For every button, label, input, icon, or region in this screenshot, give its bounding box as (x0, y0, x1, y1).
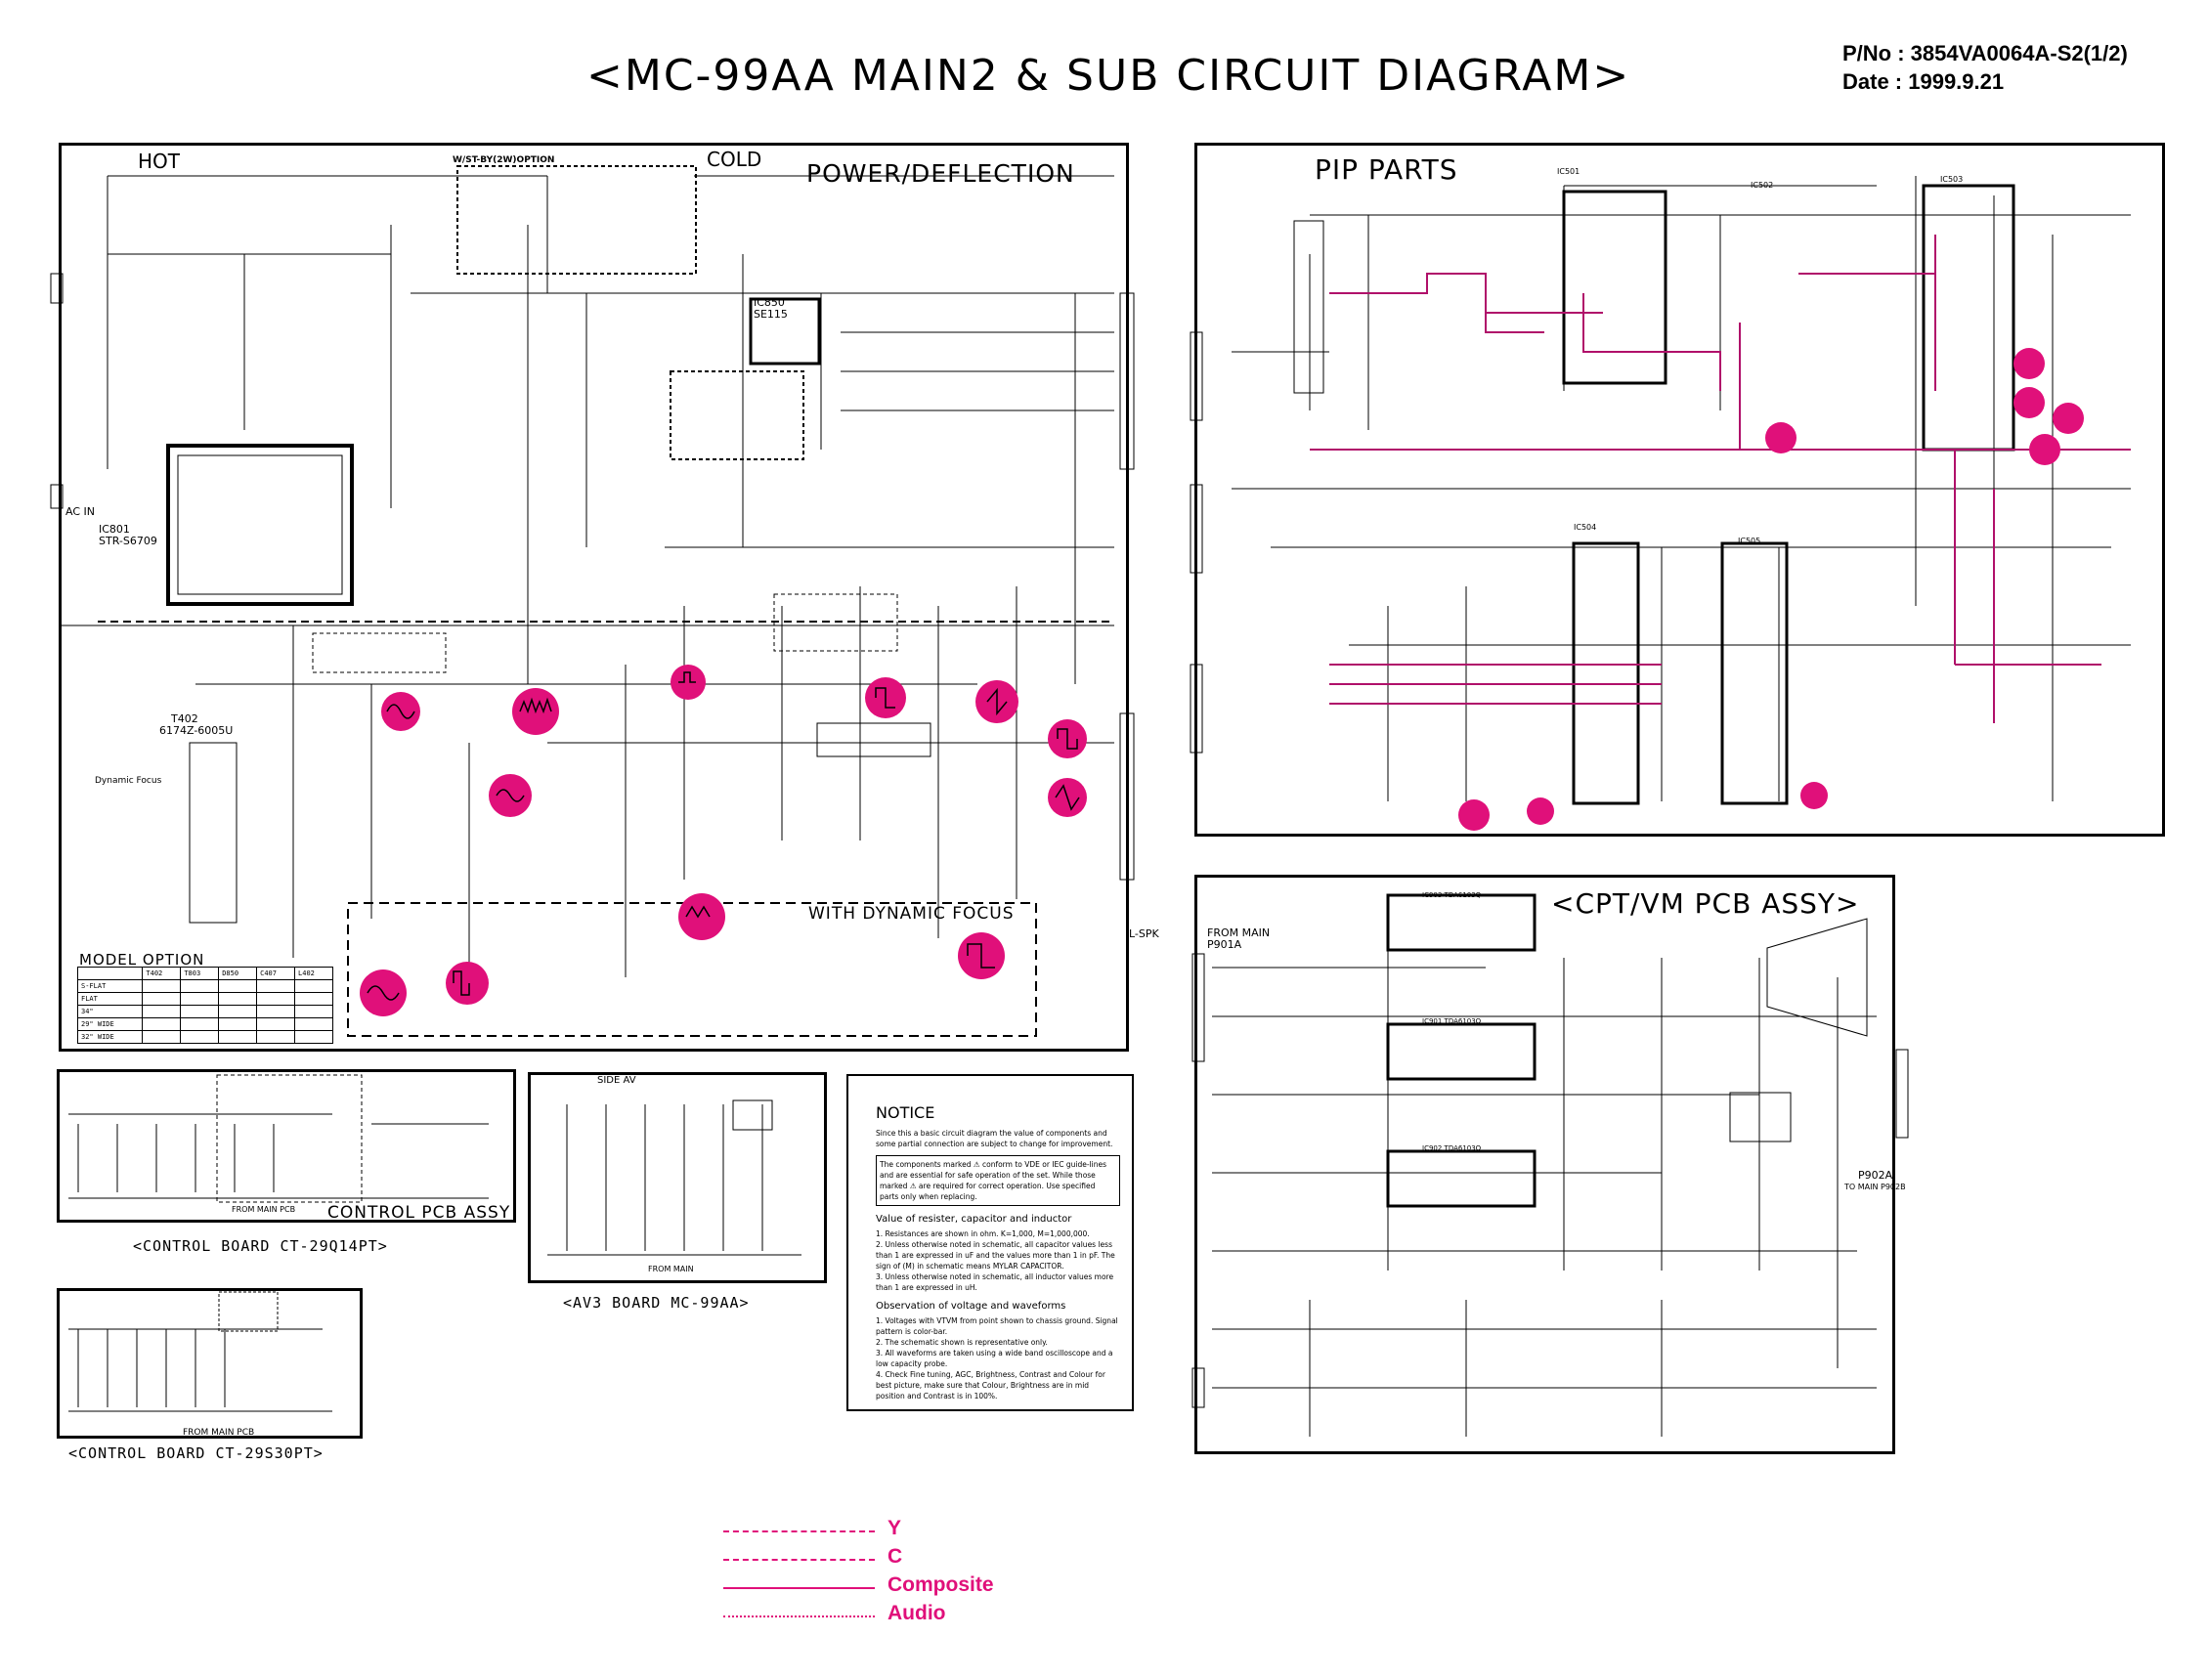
pip-ic-label: IC501 (1557, 167, 1580, 176)
values-heading: Value of resister, capacitor and inducto… (876, 1214, 1072, 1225)
diagram-title: <MC-99AA MAIN2 & SUB CIRCUIT DIAGRAM> (586, 51, 1631, 101)
dynamic-focus-label: Dynamic Focus (95, 776, 162, 786)
power-panel-title: POWER/DEFLECTION (806, 159, 1075, 188)
notice-intro: Since this a basic circuit diagram the v… (876, 1129, 1113, 1148)
control-pcb-title: CONTROL PCB ASSY (327, 1203, 511, 1223)
cpt-ic-label: IC903 TDA6103Q (1422, 891, 1482, 899)
list-item: 2. Unless otherwise noted in schematic, … (876, 1240, 1115, 1271)
table-row: 29" WIDE (76, 1017, 333, 1031)
notice-box: NOTICE Since this a basic circuit diagra… (846, 1074, 1134, 1411)
control-pcb-panel-2: FROM MAIN PCB (57, 1288, 363, 1439)
table-row: 34" (76, 1005, 333, 1018)
legend-label-composite: Composite (888, 1573, 994, 1596)
list-item: 3. All waveforms are taken using a wide … (876, 1349, 1113, 1368)
observation-heading: Observation of voltage and waveforms (876, 1301, 1066, 1312)
p902a-label: P902A (1858, 1169, 1893, 1182)
standby-option-label: W/ST-BY(2W)OPTION (453, 155, 555, 165)
ac-in-label: AC IN (65, 505, 95, 518)
pip-panel-title: PIP PARTS (1315, 153, 1458, 186)
values-list: 1. Resistances are shown in ohm. K=1,000… (876, 1228, 1120, 1293)
power-deflection-panel: HOT COLD POWER/DEFLECTION AC IN IC801 ST… (59, 143, 1159, 1052)
cpt-ic-label: IC902 TDA6103Q (1422, 1144, 1482, 1152)
part-info: P/No : 3854VA0064A-S2(1/2) Date : 1999.9… (1842, 39, 2128, 96)
l-spk-label: L-SPK (1129, 927, 1159, 940)
control-from-main: FROM MAIN PCB (232, 1205, 296, 1214)
ic850-part: SE115 (754, 308, 788, 321)
control2-from-main: FROM MAIN PCB (183, 1428, 255, 1438)
date: Date : 1999.9.21 (1842, 69, 2005, 94)
legend-label-audio: Audio (888, 1602, 946, 1624)
cpt-ic-label: IC901 TDA6103Q (1422, 1017, 1482, 1025)
legend-line-y (723, 1530, 875, 1532)
to-main-p902b-label: TO MAIN P902B (1844, 1183, 1906, 1191)
model-option-table: T402 T803 D850 C407 L402 S-FLAT FLAT 34"… (76, 967, 333, 1044)
list-item: 2. The schematic shown is representative… (876, 1338, 1048, 1347)
legend-label-y: Y (888, 1517, 902, 1539)
table-row: S-FLAT (76, 979, 333, 993)
pip-ic-label: IC505 (1738, 537, 1761, 545)
table-row: FLAT (76, 992, 333, 1006)
pip-parts-panel: PIP PARTS IC501 IC502 IC503 IC504 IC505 (1194, 143, 2165, 837)
control-board-caption: <CONTROL BOARD CT-29Q14PT> (133, 1237, 388, 1255)
legend-line-composite (723, 1587, 875, 1589)
pip-ic-label: IC504 (1574, 523, 1597, 532)
list-item: 1. Resistances are shown in ohm. K=1,000… (876, 1229, 1090, 1238)
list-item: 1. Voltages with VTVM from point shown t… (876, 1316, 1118, 1336)
list-item: 4. Check Fine tuning, AGC, Brightness, C… (876, 1370, 1105, 1400)
notice-heading: NOTICE (876, 1103, 935, 1122)
table-row: T402 T803 D850 C407 L402 (76, 967, 333, 980)
cpt-panel-title: <CPT/VM PCB ASSY> (1551, 887, 1860, 920)
legend-line-c (723, 1559, 875, 1561)
with-dynamic-focus-label: WITH DYNAMIC FOCUS (808, 904, 1015, 924)
hot-label: HOT (138, 150, 180, 173)
pip-ic-label: IC503 (1940, 175, 1964, 184)
observation-list: 1. Voltages with VTVM from point shown t… (876, 1315, 1120, 1401)
av-board-caption: <AV3 BOARD MC-99AA> (563, 1294, 750, 1312)
av-from-main: FROM MAIN (648, 1265, 694, 1273)
control-pcb-panel: FROM MAIN PCB CONTROL PCB ASSY (57, 1069, 516, 1223)
part-number: P/No : 3854VA0064A-S2(1/2) (1842, 41, 2128, 65)
pip-ic-label: IC502 (1751, 181, 1774, 190)
legend-label-c: C (888, 1545, 903, 1568)
ic801-part: STR-S6709 (99, 535, 157, 547)
p901a-label: P901A (1207, 938, 1242, 951)
cold-label: COLD (707, 148, 762, 171)
table-row: 32" WIDE (76, 1030, 333, 1044)
av-board-panel: SIDE AV FROM MAIN (528, 1072, 827, 1283)
legend-line-audio (723, 1615, 875, 1617)
cpt-vm-panel: <CPT/VM PCB ASSY> FROM MAIN P901A P902A … (1194, 875, 1906, 1454)
side-av-label: SIDE AV (597, 1075, 636, 1086)
list-item: 3. Unless otherwise noted in schematic, … (876, 1272, 1114, 1292)
t402-part: 6174Z-6005U (159, 724, 234, 737)
control-board-2-caption: <CONTROL BOARD CT-29S30PT> (68, 1444, 324, 1462)
notice-safety-box: The components marked ⚠ conform to VDE o… (876, 1155, 1120, 1206)
